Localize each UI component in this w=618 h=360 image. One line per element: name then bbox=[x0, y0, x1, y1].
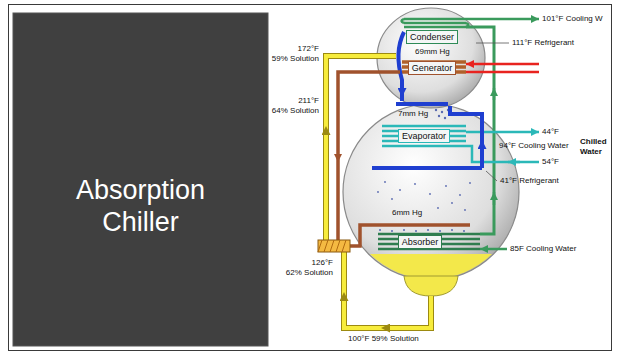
chilled-water-pipe bbox=[466, 131, 539, 134]
flow-annotation: Chilled Water bbox=[580, 137, 607, 156]
heat-exchanger bbox=[318, 240, 346, 252]
droplets bbox=[415, 230, 417, 232]
cooling-water-pipe bbox=[402, 19, 405, 23]
leader-line bbox=[476, 43, 509, 44]
droplets bbox=[444, 117, 446, 119]
cooling-water-pipe bbox=[404, 18, 466, 21]
cooling-water-pipe bbox=[404, 26, 466, 29]
droplets bbox=[451, 202, 453, 204]
flow-annotation: 69mm Hg bbox=[415, 47, 450, 57]
leader-line bbox=[476, 43, 509, 181]
cooling-water-pipe bbox=[466, 18, 539, 21]
flow-annotation: 54°F bbox=[542, 157, 559, 167]
chilled-water-pipe bbox=[382, 125, 466, 128]
weak-solution-pipe bbox=[344, 292, 345, 306]
flow-annotation: 172°F 59% Solution bbox=[272, 44, 319, 63]
lower-shell bbox=[404, 276, 458, 296]
chilled-water-pipe bbox=[382, 145, 466, 148]
cooling-water-pipe bbox=[404, 22, 466, 25]
weak-solution-pipe bbox=[344, 252, 431, 328]
flow-annotation: 101°F Cooling W bbox=[542, 14, 603, 24]
strong-solution-pipe bbox=[350, 225, 372, 246]
refrigerant-pipe bbox=[372, 32, 482, 168]
weak-solution-pipe bbox=[326, 56, 396, 240]
droplets bbox=[391, 230, 393, 232]
refrigerant-pipe bbox=[482, 140, 483, 152]
refrigerant-pipe bbox=[372, 166, 482, 170]
droplets bbox=[469, 182, 471, 184]
component-label-box: Condenser bbox=[406, 30, 458, 45]
droplets bbox=[437, 207, 439, 209]
flow-annotation: 7mm Hg bbox=[398, 109, 428, 119]
flow-annotation: 6mm Hg bbox=[392, 208, 422, 218]
title-panel bbox=[13, 13, 268, 346]
droplets bbox=[377, 109, 471, 232]
heat-exchanger bbox=[318, 240, 350, 252]
strong-solution-pipe bbox=[338, 72, 400, 240]
component-name: Condenser bbox=[410, 32, 454, 43]
slide-title: Absorption Chiller bbox=[56, 174, 226, 239]
droplets bbox=[399, 189, 401, 191]
cooling-water-pipe bbox=[493, 88, 496, 100]
flow-annotation: 85F Cooling Water bbox=[510, 244, 576, 254]
droplets bbox=[403, 229, 405, 231]
droplets bbox=[438, 115, 440, 117]
droplets bbox=[427, 229, 429, 231]
weak-solution-pipe bbox=[344, 252, 431, 328]
strong-solution-pipe bbox=[372, 223, 470, 227]
refrigerant-pipe bbox=[396, 102, 448, 106]
droplets bbox=[463, 230, 465, 232]
component-label-box: Generator bbox=[408, 61, 457, 76]
droplets bbox=[441, 111, 443, 113]
refrigerant-pipe bbox=[402, 84, 403, 97]
weak-solution-pipe bbox=[326, 56, 396, 240]
droplets bbox=[451, 229, 453, 231]
steam-pipe bbox=[466, 71, 539, 74]
component-name: Absorber bbox=[402, 237, 439, 248]
droplets bbox=[435, 109, 437, 111]
slide-frame bbox=[9, 5, 612, 351]
droplets bbox=[391, 198, 393, 200]
component-label-box: Absorber bbox=[398, 235, 443, 250]
steam-pipe bbox=[466, 63, 539, 66]
droplets bbox=[459, 194, 461, 196]
component-name: Generator bbox=[412, 63, 453, 74]
flow-annotation: 100°F 59% Solution bbox=[348, 334, 419, 344]
steam-pipe bbox=[466, 64, 539, 72]
droplets bbox=[414, 183, 416, 185]
weak-solution-pipe bbox=[326, 126, 327, 140]
weak-solution-pipe bbox=[381, 328, 395, 329]
chilled-water-pipe bbox=[508, 161, 520, 164]
refrigerant-pipe bbox=[450, 106, 482, 168]
droplets bbox=[377, 191, 379, 193]
droplets bbox=[439, 230, 441, 232]
droplets bbox=[464, 209, 466, 211]
cooling-water-pipe bbox=[493, 192, 496, 205]
absorber-coil bbox=[480, 248, 507, 251]
strong-solution-pipe bbox=[338, 150, 339, 162]
heat-exchanger bbox=[318, 240, 350, 252]
refrigerant-pipe bbox=[398, 32, 404, 101]
component-name: Evaporator bbox=[402, 131, 446, 142]
droplets bbox=[379, 229, 381, 231]
component-label-box: Evaporator bbox=[398, 129, 450, 144]
droplets bbox=[384, 181, 386, 183]
leader-line bbox=[486, 171, 497, 181]
flow-annotation: 211°F 64% Solution bbox=[272, 96, 319, 115]
flow-annotation: 94°F Cooling Water bbox=[499, 141, 569, 151]
droplets bbox=[445, 185, 447, 187]
droplets bbox=[429, 193, 431, 195]
flow-annotation: 41°F Refrigerant bbox=[500, 176, 559, 186]
absorber-coil bbox=[378, 234, 507, 249]
flow-annotation: 126°F 62% Solution bbox=[286, 258, 333, 277]
weak-solution-pipe bbox=[326, 56, 431, 328]
flow-annotation: 111°F Refrigerant bbox=[512, 38, 574, 48]
strong-solution-pipe bbox=[338, 72, 470, 246]
flow-annotation: 44°F bbox=[542, 127, 559, 137]
